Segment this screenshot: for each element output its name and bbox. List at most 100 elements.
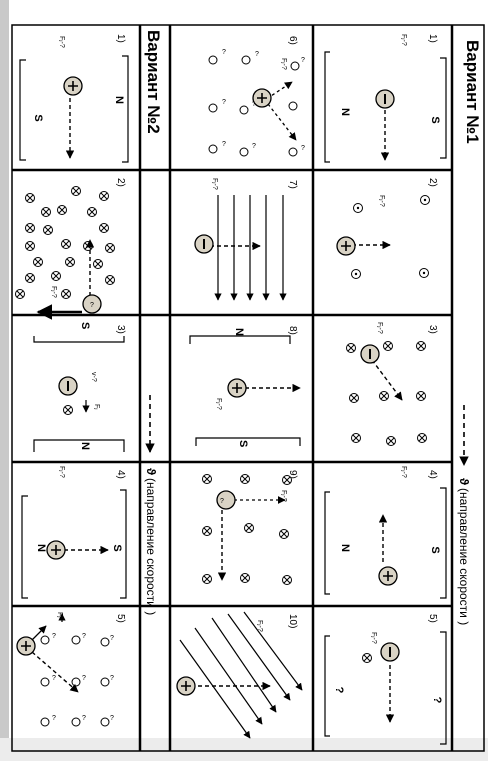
- field-out-icon: [420, 195, 430, 205]
- force-label: Fⱼ-?: [376, 322, 383, 334]
- force-arrow: [31, 625, 47, 641]
- field-in-icon: [240, 474, 250, 484]
- force-label: Fⱼ-?: [58, 466, 65, 478]
- task-v2b-5: 5) Fⱼ ? ? ? ? ? ? ? ? ?: [16, 612, 126, 727]
- unknown-mark: ?: [52, 715, 56, 722]
- pole-n: N: [233, 328, 245, 336]
- unknown-mark: ?: [110, 715, 114, 722]
- unknown-mark: ?: [255, 51, 259, 58]
- pole-s: S: [429, 116, 441, 123]
- charge-sign-unknown: ?: [90, 302, 94, 309]
- pole-n: N: [339, 544, 351, 552]
- field-in-icon: [63, 405, 73, 415]
- field-in-icon: [25, 193, 35, 203]
- force-label: Fⱼ-?: [280, 490, 287, 502]
- variant1-title: Вариант №1: [463, 40, 482, 144]
- negative-charge-icon: [194, 234, 214, 254]
- field-in-icon: [202, 474, 212, 484]
- field-in-icon: [99, 191, 109, 201]
- velocity-symbol: ϑ: [457, 478, 471, 485]
- velocity-arrow: [267, 103, 297, 141]
- variant2-title-group: Вариант №2: [144, 30, 163, 134]
- task-number: 3): [115, 325, 126, 334]
- task-number: 10): [287, 614, 298, 628]
- field-in-icon: [417, 433, 427, 443]
- field-in-icon: [282, 575, 292, 585]
- field-out-icon: [419, 268, 429, 278]
- task-v1-2: 2) Fⱼ-?: [336, 178, 438, 279]
- force-label: Fⱼ-?: [211, 178, 218, 190]
- unknown-field-icon: [239, 105, 249, 115]
- unknown-mark: ?: [252, 143, 256, 150]
- magnet-bracket: [120, 489, 127, 599]
- task-v2b-2: 2) Fⱼ-? ?: [15, 178, 126, 320]
- field-in-icon: [105, 275, 115, 285]
- negative-charge-icon: [360, 344, 380, 364]
- field-in-icon: [25, 223, 35, 233]
- task-v2-6: 6) Fⱼ-? ? ? ? ? ? ? ? ?: [208, 36, 305, 157]
- magnet-bracket: [122, 55, 129, 163]
- pole-n: N: [35, 544, 47, 552]
- task-v2-10: 10) Fⱼ-?: [176, 611, 303, 739]
- velocity-symbol: ϑ: [144, 468, 158, 475]
- field-in-icon: [240, 573, 250, 583]
- field-in-icon: [87, 207, 97, 217]
- unknown-field-icon: [100, 717, 110, 727]
- magnet-bracket: [324, 635, 330, 737]
- unknown-field-icon: [208, 144, 218, 154]
- field-in-icon: [65, 257, 75, 267]
- field-line: [179, 639, 251, 739]
- field-in-icon: [416, 341, 426, 351]
- task-number: 2): [427, 178, 438, 187]
- field-in-icon: [83, 241, 93, 251]
- field-in-icon: [71, 186, 81, 196]
- negative-charge-icon: [375, 89, 395, 109]
- unknown-field-icon: [241, 55, 251, 65]
- positive-charge-icon: [378, 566, 398, 586]
- pole-unknown: ?: [333, 687, 345, 694]
- unknown-field-icon: [208, 55, 218, 65]
- variant2-title: Вариант №2: [144, 30, 163, 134]
- task-v1-1: 1) Fⱼ-? N S: [324, 34, 447, 163]
- magnet-bracket: [19, 59, 26, 161]
- field-in-icon: [41, 207, 51, 217]
- unknown-mark: ?: [222, 99, 226, 106]
- velocity-unknown-label: v-?: [90, 372, 97, 382]
- task-number: 3): [427, 325, 438, 334]
- task-number: 5): [115, 614, 126, 623]
- field-in-icon: [416, 391, 426, 401]
- unknown-field-icon: [71, 635, 81, 645]
- magnet-bracket: [440, 487, 447, 599]
- task-number: 5): [427, 614, 438, 623]
- force-label: Fⱼ-?: [400, 466, 407, 478]
- velocity-arrow: [371, 359, 403, 401]
- velocity-arrow: [31, 651, 79, 693]
- velocity-legend-text: (направление скорости ): [144, 478, 158, 615]
- pole-s: S: [32, 114, 44, 121]
- field-in-icon: [15, 289, 25, 299]
- positive-charge-icon: [252, 88, 272, 108]
- force-label: Fⱼ-?: [215, 398, 222, 410]
- positive-charge-icon: [46, 540, 66, 560]
- legend-variant2: ϑ (направление скорости ): [144, 395, 158, 615]
- force-label: Fⱼ-?: [58, 36, 65, 48]
- field-in-icon: [33, 257, 43, 267]
- magnet-bracket: [324, 51, 330, 163]
- unknown-mark: ?: [222, 49, 226, 56]
- negative-charge-icon: [58, 376, 78, 396]
- field-in-icon: [93, 259, 103, 269]
- positive-charge-icon: [176, 676, 196, 696]
- magnet-bracket: [440, 631, 447, 745]
- unknown-mark: ?: [82, 675, 86, 682]
- field-in-icon: [43, 225, 53, 235]
- task-number: 1): [115, 34, 126, 43]
- field-in-icon: [61, 289, 71, 299]
- unknown-mark: ?: [301, 145, 305, 152]
- task-number: 9): [287, 470, 298, 479]
- field-in-icon: [51, 271, 61, 281]
- pole-n: N: [339, 108, 351, 116]
- unknown-field-icon: [40, 677, 50, 687]
- field-in-icon: [25, 273, 35, 283]
- magnet-bracket: [189, 335, 291, 344]
